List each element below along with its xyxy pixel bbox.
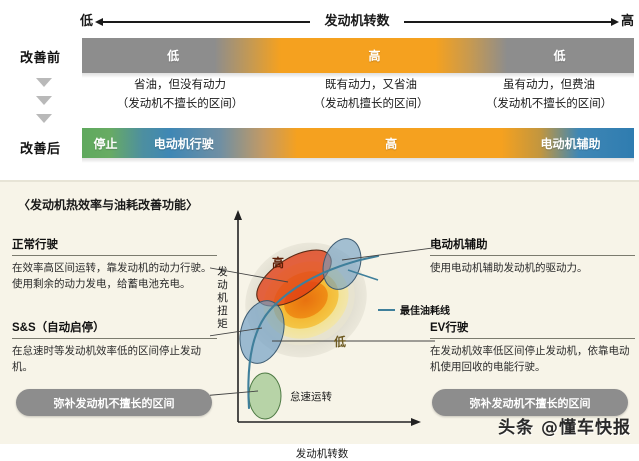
zone-description-3: 虽有动力，但费油 （发动机不擅长的区间）	[464, 76, 634, 122]
best-fuel-consumption-curve	[247, 254, 380, 410]
triangle-down-icon-3	[36, 114, 52, 123]
chart-svg	[9, 210, 631, 426]
y-axis-label: 发动机扭矩	[217, 266, 228, 330]
callout-ev-drive-line1: 在发动机效率低区间停止发动机，依靠电动	[430, 345, 630, 357]
pill-compensate-left: 弥补发动机不擅长的区间	[16, 389, 212, 416]
zone-description-3-line2: （发动机不擅长的区间）	[485, 98, 613, 110]
before-bar-shadow	[82, 73, 634, 78]
efficiency-map-chart: 最佳油耗线 高 低 怠速运转 发动机扭矩 发动机转数	[9, 208, 631, 460]
legend-swatch-icon	[378, 308, 395, 311]
callout-normal-drive: 正常行驶 在效率高区间运转，靠发动机的动力行驶。 使用剩余的动力发电，给蓄电池充…	[12, 236, 217, 292]
axis-title: 发动机转数	[324, 13, 390, 28]
zone-description-1: 省油，但没有动力 （发动机不擅长的区间）	[82, 76, 278, 122]
axis-arrow-right-icon	[404, 18, 619, 26]
zone-description-2-line1: 既有动力，又省油	[325, 79, 417, 91]
zone-idle-ellipse	[248, 372, 282, 420]
x-axis-label: 发动机转数	[295, 448, 349, 460]
legend-best-fuel-label: 最佳油耗线	[400, 306, 450, 317]
top-panel: 低 发动机转数 高 改善前 低 高 低 省油，但没有动力 （发动机不擅长的区间）	[0, 0, 639, 182]
x-axis-arrow-icon	[411, 418, 421, 426]
callout-normal-drive-heading: 正常行驶	[12, 239, 58, 251]
y-axis-arrow-icon	[234, 210, 242, 220]
before-seg-low-2: 低	[553, 49, 566, 63]
before-seg-low-1: 低	[167, 49, 180, 63]
after-bar-shadow	[82, 158, 634, 163]
transition-arrows	[36, 78, 58, 132]
callout-normal-drive-body: 在效率高区间运转，靠发动机的动力行驶。 使用剩余的动力发电，给蓄电池充电。	[12, 256, 217, 292]
callout-motor-assist-body: 使用电动机辅助发动机的驱动力。	[430, 256, 635, 276]
callout-stop-start: S&S（自动启停） 在怠速时等发动机效率低的区间停止发动 机。	[12, 319, 217, 375]
zone-description-1-line2: （发动机不擅长的区间）	[116, 98, 244, 110]
callout-ev-drive-body: 在发动机效率低区间停止发动机，依靠电动 机使用回收的电能行驶。	[430, 339, 635, 375]
axis-arrow-left-icon	[95, 18, 310, 26]
after-seg-motor-assist: 电动机辅助	[540, 136, 601, 151]
callout-rule	[12, 338, 217, 339]
axis-high-label: 高	[620, 13, 634, 28]
leader-line-legend	[347, 269, 379, 281]
triangle-down-icon-2	[36, 96, 52, 105]
callout-ev-drive-line2: 机使用回收的电能行驶。	[430, 361, 546, 373]
triangle-down-icon-1	[36, 78, 52, 87]
row-label-before: 改善前	[20, 50, 61, 65]
zone-description-2: 既有动力，又省油 （发动机擅长的区间）	[278, 76, 464, 122]
contour-high-label: 高	[272, 256, 285, 270]
callout-stop-start-line1: 在怠速时等发动机效率低的区间停止发动	[12, 345, 201, 357]
panel-title: 〈发动机热效率与油耗改善功能〉	[18, 198, 199, 212]
callout-motor-assist-heading: 电动机辅助	[430, 239, 488, 251]
callout-ev-drive-heading: EV行驶	[430, 322, 469, 334]
callout-stop-start-line2: 机。	[12, 361, 33, 373]
zone-description-2-line2: （发动机擅长的区间）	[313, 98, 429, 110]
engine-speed-axis: 低 发动机转数 高	[80, 12, 634, 34]
zone-descriptions: 省油，但没有动力 （发动机不擅长的区间） 既有动力，又省油 （发动机擅长的区间）…	[82, 76, 634, 122]
pill-compensate-right: 弥补发动机不擅长的区间	[432, 389, 628, 416]
before-bar-gradient	[82, 38, 634, 73]
legend-best-fuel-line: 最佳油耗线	[378, 302, 450, 317]
callout-rule	[430, 255, 635, 256]
bottom-panel: 〈发动机热效率与油耗改善功能〉 正常行驶 在效率高区间运转，靠发动机的动力行驶。…	[0, 182, 639, 460]
zone-motor-assist-ellipse	[322, 238, 362, 290]
callout-normal-drive-line2: 使用剩余的动力发电，给蓄电池充电。	[12, 278, 191, 290]
callout-normal-drive-line1: 在效率高区间运转，靠发动机的动力行驶。	[12, 262, 212, 274]
before-seg-high: 高	[368, 49, 381, 63]
callout-motor-assist-line1: 使用电动机辅助发动机的驱动力。	[430, 262, 588, 274]
before-improvement-bar: 低 高 低	[82, 38, 634, 78]
callout-motor-assist: 电动机辅助 使用电动机辅助发动机的驱动力。	[430, 236, 635, 276]
contour-low-label: 低	[334, 335, 347, 349]
callout-stop-start-heading: S&S（自动启停）	[12, 322, 105, 334]
callout-rule	[12, 255, 217, 256]
callout-stop-start-body: 在怠速时等发动机效率低的区间停止发动 机。	[12, 339, 217, 375]
zone-ev-drive-ellipse	[239, 300, 285, 364]
after-seg-ev-drive: 电动机行驶	[153, 136, 214, 151]
panel-divider	[0, 180, 639, 182]
after-seg-high: 高	[385, 136, 398, 151]
callout-rule	[430, 338, 635, 339]
callout-ev-drive: EV行驶 在发动机效率低区间停止发动机，依靠电动 机使用回收的电能行驶。	[430, 319, 635, 375]
zone-description-3-line1: 虽有动力，但费油	[503, 79, 595, 91]
after-improvement-bar: 停止 电动机行驶 高 电动机辅助	[82, 128, 634, 163]
axis-low-label: 低	[80, 13, 94, 28]
after-seg-stop: 停止	[93, 136, 118, 151]
after-bar-gradient	[82, 128, 634, 158]
idle-zone-label: 怠速运转	[290, 391, 332, 403]
zone-description-1-line1: 省油，但没有动力	[134, 79, 226, 91]
watermark: 头条 @懂车快报	[498, 418, 631, 438]
row-label-after: 改善后	[20, 141, 61, 156]
